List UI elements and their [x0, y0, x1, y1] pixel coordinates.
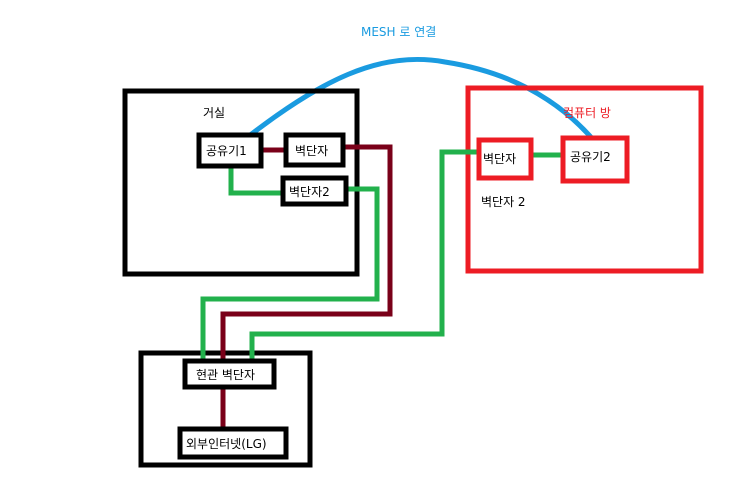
router1-box: [196, 132, 264, 169]
cable-jack-entrance: [220, 144, 393, 361]
cable-jack2-entrance: [200, 186, 380, 361]
lr-wall-jack2-label: 벽단자2: [289, 185, 330, 199]
living-room-box: [122, 88, 360, 277]
lr-wall-jack-label: 벽단자: [295, 144, 328, 158]
cr-wall-jack2-label: 벽단자 2: [481, 195, 526, 209]
internet-label: 외부인터넷(LG): [186, 437, 267, 451]
living-room-label: 거실: [203, 106, 225, 120]
mesh-label: MESH 로 연결: [361, 25, 436, 39]
cable-cr-jack-entrance: [249, 149, 478, 361]
cr-wall-jack-label: 벽단자: [483, 152, 516, 166]
wired-backbone: [220, 144, 393, 429]
router2-label: 공유기2: [570, 150, 611, 164]
entrance-jack-box: [182, 358, 277, 390]
lr-wall-jack2-box: [280, 175, 349, 207]
internet-box: [177, 426, 289, 460]
computer-room-label: 컴퓨터 방: [563, 106, 611, 120]
mesh-link: [238, 56, 598, 145]
entrance-jack-label: 현관 벽단자: [196, 368, 255, 382]
cr-wall-jack-box: [476, 137, 534, 181]
computer-room-box: [465, 85, 704, 274]
router1-label: 공유기1: [206, 144, 247, 158]
router2-box: [560, 135, 630, 184]
cable-router1-jack2: [228, 164, 281, 196]
lr-wall-jack-box: [283, 132, 346, 168]
green-cables: [200, 149, 563, 361]
